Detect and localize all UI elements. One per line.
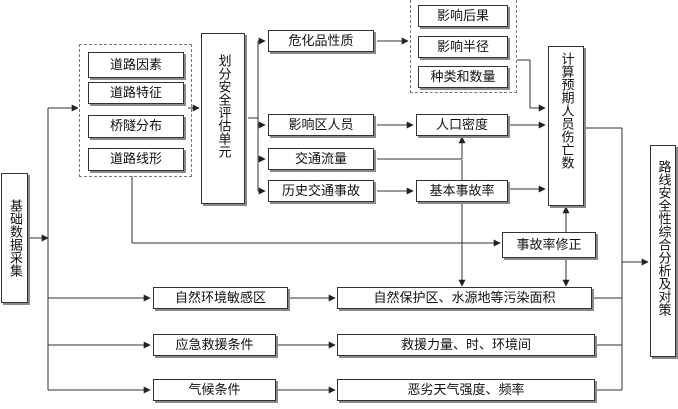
type-quantity-box: 种类和数量 bbox=[418, 66, 508, 88]
bridge-tunnel-box: 桥隧分布 bbox=[88, 115, 184, 138]
environment-area-box: 自然保护区、水源地等污染面积 bbox=[337, 287, 592, 309]
unit-division-box: 划分安全评估单元 bbox=[201, 33, 245, 204]
climate-condition-box: 气候条件 bbox=[153, 379, 276, 401]
impact-consequence-box: 影响后果 bbox=[418, 5, 508, 27]
road-factors-group bbox=[79, 44, 192, 177]
emergency-condition-box: 应急救援条件 bbox=[153, 334, 276, 356]
casualty-calc-label: 计算预期人员伤亡数 bbox=[558, 52, 574, 169]
impact-radius-box: 影响半径 bbox=[418, 36, 508, 58]
casualty-calc-box: 计算预期人员伤亡数 bbox=[548, 46, 584, 206]
output-box: 路线安全性综合分析及对策 bbox=[650, 145, 676, 357]
unit-division-label: 划分安全评估单元 bbox=[215, 54, 231, 158]
output-label: 路线安全性综合分析及对策 bbox=[655, 160, 671, 316]
environment-sensitive-box: 自然环境敏感区 bbox=[153, 287, 288, 309]
road-alignment-box: 道路线形 bbox=[88, 148, 184, 171]
rescue-capacity-box: 救援力量、时、环境间 bbox=[337, 334, 595, 356]
severe-weather-box: 恶劣天气强度、频率 bbox=[337, 379, 595, 401]
hazmat-box: 危化品性质 bbox=[268, 30, 374, 52]
accident-rate-correction-box: 事故率修正 bbox=[502, 232, 596, 258]
input-box: 基础数据采集 bbox=[1, 173, 28, 303]
road-factors-box: 道路因素 bbox=[88, 52, 184, 78]
input-label: 基础数据采集 bbox=[7, 199, 22, 277]
consequence-group bbox=[410, 0, 517, 93]
population-density-box: 人口密度 bbox=[416, 114, 508, 136]
base-accident-rate-box: 基本事故率 bbox=[416, 180, 508, 202]
traffic-flow-box: 交通流量 bbox=[268, 148, 374, 170]
road-features-box: 道路特征 bbox=[88, 82, 184, 104]
affected-population-box: 影响区人员 bbox=[268, 114, 374, 136]
accident-history-box: 历史交通事故 bbox=[268, 180, 374, 202]
